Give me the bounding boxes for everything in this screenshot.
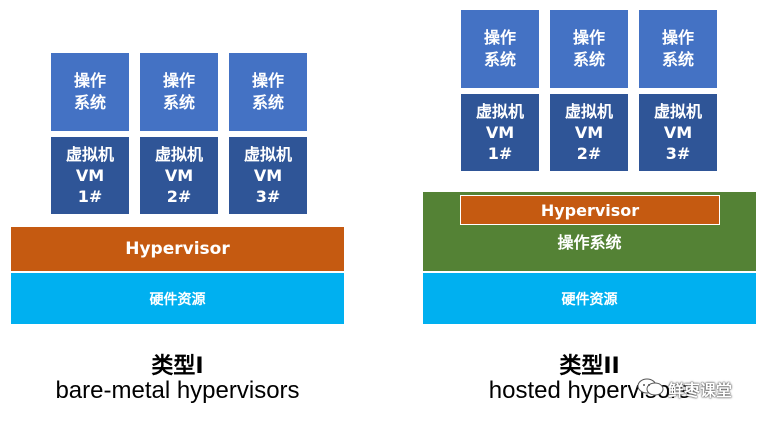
type1-subtitle: bare-metal hypervisors bbox=[55, 377, 300, 404]
type1-guest2-os-box: 操作 系统 bbox=[140, 53, 218, 131]
type1-vm1-box: 虚拟机 VM 1# bbox=[51, 137, 129, 214]
type2-vm3-box: 虚拟机 VM 3# bbox=[639, 94, 717, 171]
type1-hypervisor-layer: Hypervisor bbox=[11, 227, 344, 271]
type1-guest3-os-box: 操作 系统 bbox=[229, 53, 307, 131]
type1-vm3-box: 虚拟机 VM 3# bbox=[229, 137, 307, 214]
type1-title: 类型I bbox=[151, 354, 204, 379]
type2-guest2-os-box: 操作 系统 bbox=[550, 10, 628, 88]
type2-title: 类型II bbox=[559, 354, 620, 379]
type1-vm2-box: 虚拟机 VM 2# bbox=[140, 137, 218, 214]
type1-hardware-layer: 硬件资源 bbox=[11, 273, 344, 324]
chat-bubbles-icon bbox=[637, 378, 664, 396]
type2-hypervisor-layer: Hypervisor bbox=[460, 195, 720, 225]
type2-guest1-os-box: 操作 系统 bbox=[461, 10, 539, 88]
type2-hardware-layer: 硬件资源 bbox=[423, 273, 756, 324]
type2-vm1-box: 虚拟机 VM 1# bbox=[461, 94, 539, 171]
type1-guest1-os-box: 操作 系统 bbox=[51, 53, 129, 131]
type2-vm2-box: 虚拟机 VM 2# bbox=[550, 94, 628, 171]
type2-guest3-os-box: 操作 系统 bbox=[639, 10, 717, 88]
watermark-text: 鲜枣课堂 bbox=[668, 381, 733, 400]
